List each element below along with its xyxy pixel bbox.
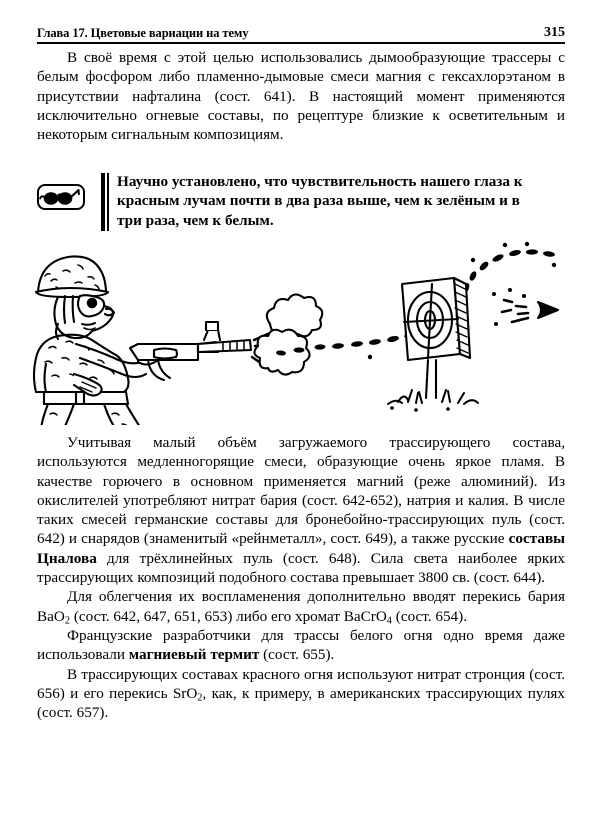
callout-line-1: Научно установлено, что чувствительность… <box>117 173 523 190</box>
paragraph-red-fire: В трассирующих составах красного огня ис… <box>37 665 565 723</box>
paragraph-red-fire-a: В трассирующих составах красного огня ис… <box>37 665 565 702</box>
sro2-subscript: 2 <box>197 692 203 704</box>
paragraph-french-a: Французские разработчики для трассы бело… <box>37 626 565 664</box>
paragraph-intro: В своё время с этой целью использовались… <box>37 48 565 144</box>
paragraph-french-bold: магниевый термит <box>128 646 260 664</box>
paragraph-peroxide-b: (сост. 642, 647, 651, 653) либо его хром… <box>70 607 387 625</box>
callout-line-3: три раза, чем к белым. <box>117 211 274 229</box>
paragraph-peroxide: Для облегчения их воспламенения дополнит… <box>37 587 565 626</box>
paragraph-peroxide-a: Для облегчения их воспламенения дополнит… <box>37 588 565 625</box>
running-head-title: Глава 17. Цветовые вариации на тему <box>37 26 249 40</box>
illustration-tracer-cartoon <box>18 240 570 425</box>
paragraph-slow-burning-b: для трёхлинейных пуль (сост. 648). Сила … <box>37 549 565 587</box>
intro-paragraph-block: В своё время с этой целью использовались… <box>37 48 565 144</box>
callout-text: Научно установлено, что чувствительность… <box>117 172 565 230</box>
callout-divider-thick <box>101 173 105 231</box>
header-rule <box>37 42 565 44</box>
paragraph-french-b: (сост. 655). <box>259 646 335 664</box>
callout-note: Научно установлено, что чувствительность… <box>37 172 565 232</box>
paragraph-slow-burning: Учитывая малый объём загружаемого трасси… <box>37 433 565 587</box>
bao2-subscript: 2 <box>64 614 71 626</box>
paragraph-slow-burning-a: Учитывая малый объём загружаемого трасси… <box>37 434 565 548</box>
paragraph-intro-text: В своё время с этой целью использовались… <box>37 49 565 144</box>
callout-divider <box>101 173 109 231</box>
callout-line-2: красным лучам почти в два раза выше, чем… <box>117 192 520 210</box>
bacro4-subscript: 4 <box>386 614 392 626</box>
paragraph-peroxide-c: (сост. 654). <box>391 607 468 625</box>
page-number: 315 <box>544 25 565 40</box>
running-head: Глава 17. Цветовые вариации на тему 315 <box>37 22 565 44</box>
paragraph-slow-burning-bold: составы Цналова <box>37 530 565 567</box>
callout-divider-thin <box>106 173 109 231</box>
paragraph-red-fire-b: , как, к примеру, в американских трассир… <box>37 684 565 722</box>
paragraph-french: Французские разработчики для трассы бело… <box>37 626 565 665</box>
lower-paragraph-block: Учитывая малый объём загружаемого трасси… <box>37 433 565 722</box>
sunglasses-icon <box>37 184 85 210</box>
